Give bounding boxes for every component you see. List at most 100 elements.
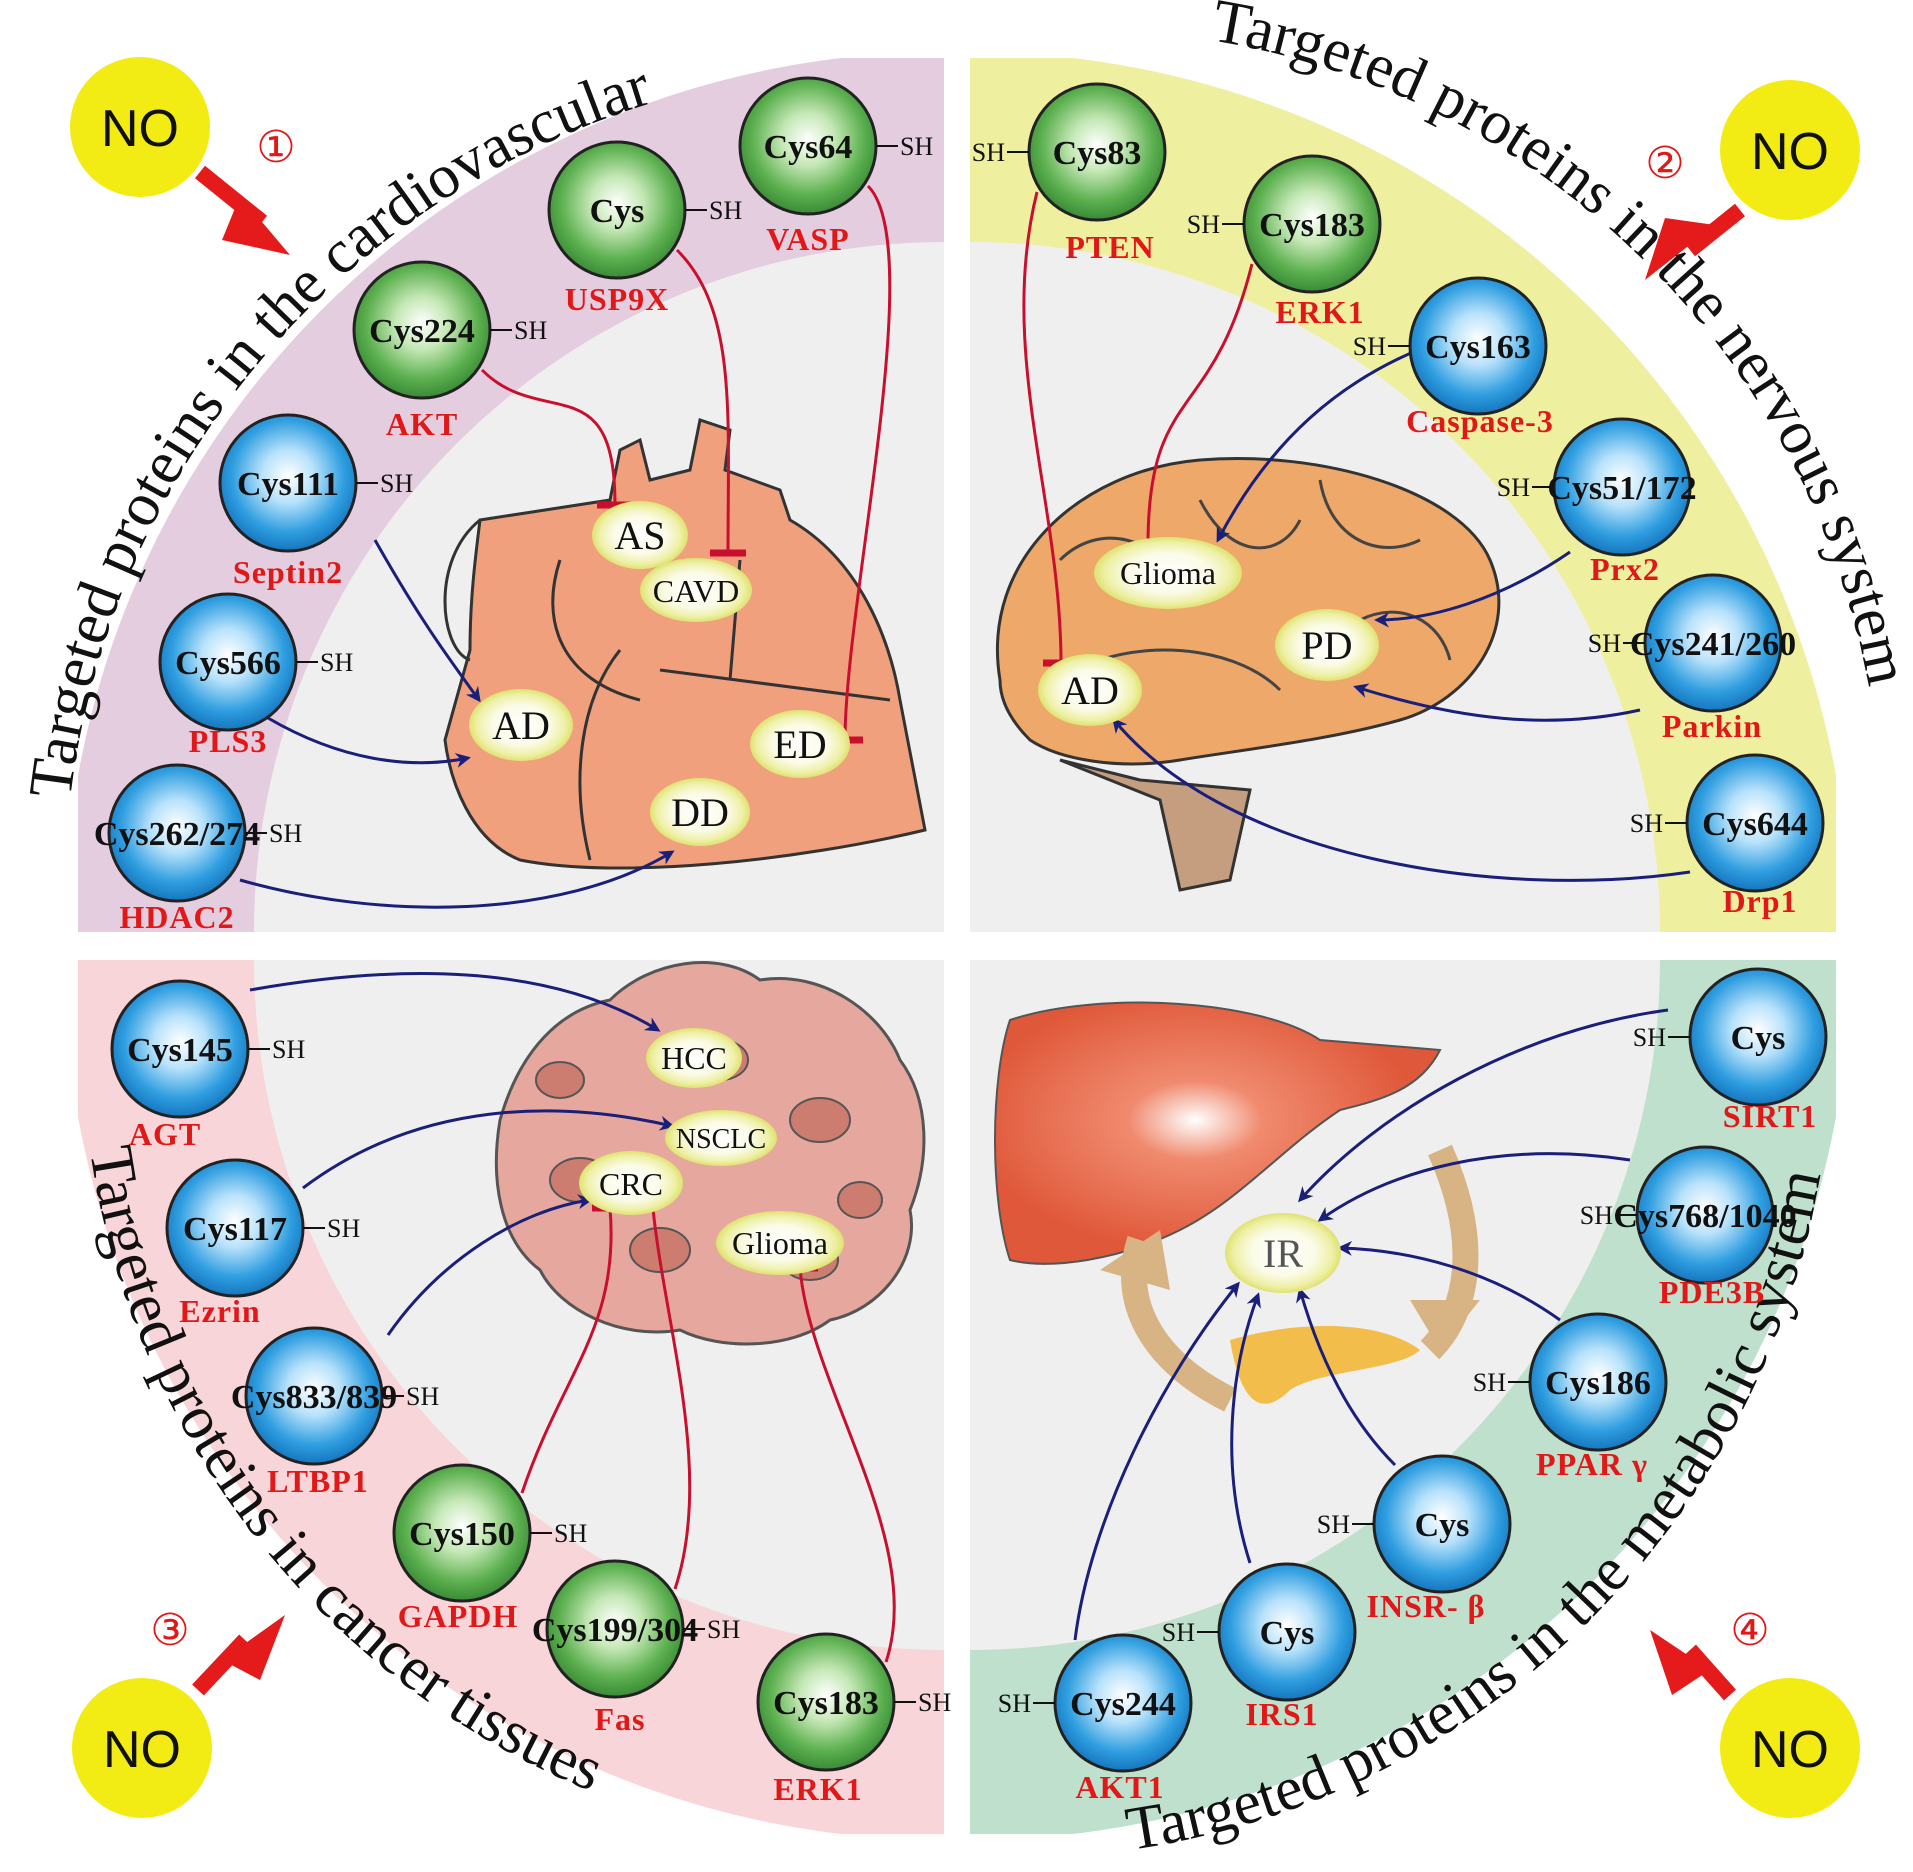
- disease-IR: IR: [1225, 1213, 1341, 1293]
- thiol-label: SH: [554, 1519, 587, 1548]
- cysteine-label: Cys199/304: [532, 1612, 698, 1649]
- no-indicator-4: NO ④: [1650, 1606, 1860, 1818]
- cysteine-label: Cys768/1040: [1613, 1198, 1796, 1235]
- thiol-label: SH: [1473, 1368, 1506, 1397]
- inhibition-line: [1146, 263, 1254, 546]
- svg-text:Glioma: Glioma: [732, 1225, 828, 1261]
- protein-name: Prx2: [1590, 551, 1660, 587]
- cysteine-label: Cys: [1260, 1615, 1315, 1652]
- disease-NSCLC: NSCLC: [665, 1110, 777, 1166]
- thiol-label: SH: [1630, 809, 1663, 838]
- protein-name: ERK1: [773, 1771, 862, 1807]
- cysteine-label: Cys262/274: [94, 816, 260, 853]
- liver-illustration: [994, 1001, 1480, 1412]
- svg-text:HCC: HCC: [661, 1040, 727, 1076]
- thiol-label: SH: [1353, 332, 1386, 361]
- cysteine-label: Cys241/260: [1630, 626, 1796, 663]
- cysteine-label: Cys145: [127, 1032, 233, 1069]
- svg-text:IR: IR: [1263, 1231, 1303, 1276]
- cysteine-label: Cys150: [409, 1516, 515, 1553]
- thiol-label: SH: [1580, 1201, 1613, 1230]
- disease-AD-brain: AD: [1038, 654, 1142, 726]
- protein-name: PPAR γ: [1536, 1446, 1648, 1482]
- thiol-label: SH: [1588, 629, 1621, 658]
- thiol-label: SH: [1162, 1618, 1195, 1647]
- svg-text:AS: AS: [614, 513, 665, 558]
- protein-name: ERK1: [1275, 294, 1364, 330]
- protein-name: AKT: [386, 406, 458, 442]
- thiol-label: SH: [406, 1382, 439, 1411]
- svg-text:CAVD: CAVD: [653, 573, 740, 609]
- activation-arrow: [386, 1194, 593, 1336]
- cysteine-label: Cys: [1415, 1507, 1470, 1544]
- thiol-label: SH: [1187, 210, 1220, 239]
- activation-arrow: [1112, 717, 1691, 882]
- number-4: ④: [1730, 1606, 1769, 1655]
- cysteine-label: Cys183: [773, 1685, 879, 1722]
- svg-text:NSCLC: NSCLC: [676, 1124, 766, 1155]
- svg-text:NO: NO: [1751, 1721, 1829, 1779]
- cysteine-label: Cys224: [369, 313, 475, 350]
- thiol-label: SH: [900, 132, 933, 161]
- inhibition-line: [650, 1197, 692, 1590]
- cysteine-label: Cys163: [1425, 329, 1531, 366]
- protein-name: IRS1: [1245, 1696, 1318, 1732]
- protein-name: LTBP1: [267, 1463, 369, 1499]
- disease-CRC: CRC: [579, 1151, 683, 1215]
- thiol-label: SH: [1633, 1023, 1666, 1052]
- protein-name: VASP: [766, 221, 849, 257]
- thiol-label: SH: [327, 1214, 360, 1243]
- activation-arrow: [1337, 1240, 1561, 1322]
- protein-node-usp9x: Cys SH USP9X: [547, 140, 742, 317]
- cysteine-label: Cys244: [1070, 1686, 1176, 1723]
- cysteine-label: Cys51/172: [1547, 470, 1696, 507]
- activation-arrow: [1353, 683, 1641, 722]
- disease-Glioma-brain: Glioma: [1094, 537, 1242, 609]
- thiol-label: SH: [269, 819, 302, 848]
- cysteine-label: Cys83: [1053, 135, 1142, 172]
- inhibition-line: [1022, 191, 1063, 664]
- disease-HCC: HCC: [646, 1028, 742, 1088]
- svg-text:NO: NO: [103, 1721, 181, 1779]
- protein-name: Septin2: [233, 554, 343, 590]
- inhibition-line: [798, 1267, 896, 1663]
- activation-arrow: [1216, 343, 1431, 543]
- cysteine-label: Cys566: [175, 645, 281, 682]
- activation-arrow: [249, 972, 661, 1032]
- protein-node-drp1: Cys644 SH Drp1: [1630, 753, 1825, 919]
- cysteine-label: Cys: [590, 193, 645, 230]
- thiol-label: SH: [707, 1615, 740, 1644]
- protein-name: Drp1: [1722, 883, 1797, 919]
- disease-CAVD: CAVD: [640, 558, 752, 622]
- thiol-label: SH: [709, 196, 742, 225]
- cysteine-label: Cys111: [237, 466, 339, 503]
- activation-arrow: [267, 716, 471, 768]
- no-indicator-2: NO ②: [1645, 80, 1860, 280]
- svg-text:CRC: CRC: [599, 1166, 663, 1202]
- cysteine-label: Cys644: [1702, 806, 1808, 843]
- protein-node-erk1: Cys183 SH ERK1: [756, 1632, 951, 1807]
- protein-name: Caspase-3: [1406, 403, 1554, 439]
- number-1: ①: [256, 123, 295, 172]
- activation-arrow: [1298, 1008, 1669, 1203]
- protein-name: USP9X: [565, 281, 670, 317]
- protein-name: AGT: [129, 1116, 201, 1152]
- thiol-label: SH: [972, 138, 1005, 167]
- thiol-label: SH: [918, 1688, 951, 1717]
- thiol-label: SH: [1497, 473, 1530, 502]
- activation-arrow: [373, 539, 481, 703]
- protein-node-caspase-3: Cys163 SH Caspase-3: [1353, 276, 1554, 439]
- no-indicator-1: NO ①: [70, 57, 296, 255]
- disease-AD-heart: AD: [469, 689, 573, 761]
